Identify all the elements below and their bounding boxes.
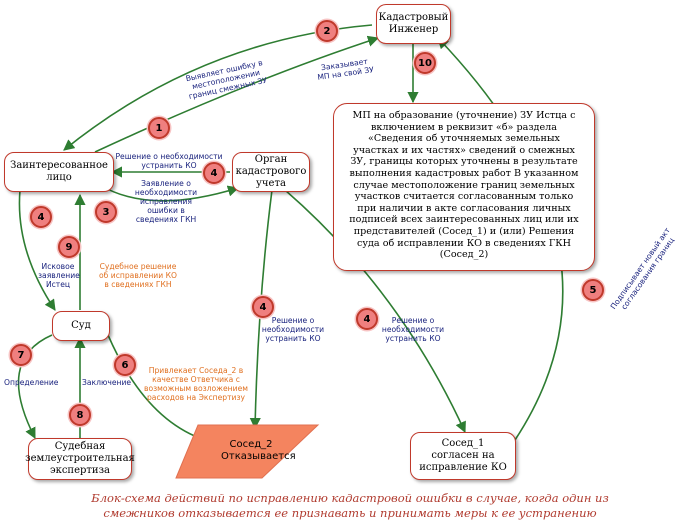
node-expertise: Судебная землеустроительная экспертиза bbox=[25, 438, 135, 480]
edge-7 bbox=[17, 334, 53, 439]
node-expertise-label: Судебная землеустроительная экспертиза bbox=[25, 441, 135, 476]
node-registry-label: Орган кадастрового учета bbox=[235, 154, 307, 189]
label-edge-7: Определение bbox=[4, 378, 59, 387]
label-edge-4a: Решение о необходимости устранить КО bbox=[115, 152, 223, 170]
step-badge: 5 bbox=[582, 279, 604, 301]
node-registry: Орган кадастрового учета bbox=[232, 152, 310, 192]
node-engineer-label: Кадастровый Инженер bbox=[378, 12, 449, 35]
node-neighbor1-label: Сосед_1 согласен на исправление КО bbox=[419, 438, 507, 473]
node-mp-info-label: МП на образование (уточнение) ЗУ Истца с… bbox=[349, 110, 579, 261]
step-badge: 4 bbox=[203, 162, 225, 184]
step-badge: 9 bbox=[58, 236, 80, 258]
node-court: Суд bbox=[52, 311, 110, 341]
step-badge: 1 bbox=[148, 117, 170, 139]
label-edge-8: Заключение bbox=[82, 378, 132, 387]
edge-1 bbox=[94, 35, 380, 153]
step-badge: 4 bbox=[356, 308, 378, 330]
step-badge: 2 bbox=[316, 20, 338, 42]
node-mp-info: МП на образование (уточнение) ЗУ Истца с… bbox=[333, 103, 595, 271]
edge-6b bbox=[107, 334, 207, 443]
label-edge-4b: Решение о необходимости устранить КО bbox=[261, 316, 325, 343]
step-badge: 8 bbox=[69, 404, 91, 426]
step-badge: 3 bbox=[95, 201, 117, 223]
label-edge-3: Заявление о необходимости исправления ош… bbox=[134, 179, 198, 224]
step-badge: 6 bbox=[114, 354, 136, 376]
step-badge: 10 bbox=[414, 52, 436, 74]
diagram-caption: Блок-схема действий по исправлению кадас… bbox=[91, 491, 609, 520]
node-interested-label: Заинтересованное лицо bbox=[10, 160, 108, 183]
edge-4c bbox=[284, 189, 466, 434]
node-court-label: Суд bbox=[71, 320, 91, 331]
neighbor2-shape bbox=[175, 424, 320, 479]
node-neighbor1: Сосед_1 согласен на исправление КО bbox=[410, 432, 516, 480]
edge-3 bbox=[99, 184, 240, 202]
step-badge: 4 bbox=[252, 296, 274, 318]
label-edge-9: Судебное решение об исправлении КО в све… bbox=[99, 262, 177, 289]
node-neighbor2: Сосед_2 Отказывается bbox=[196, 436, 306, 466]
step-badge: 4 bbox=[30, 206, 52, 228]
label-edge-6b: Привлекает Соседа_2 в качестве Ответчика… bbox=[144, 366, 248, 402]
label-edge-6a: Исковое заявление Истец bbox=[38, 262, 80, 289]
label-edge-4c: Решение о необходимости устранить КО bbox=[381, 316, 445, 343]
node-neighbor2-label: Сосед_2 Отказывается bbox=[221, 439, 296, 462]
node-interested: Заинтересованное лицо bbox=[4, 152, 114, 192]
edge-6a bbox=[18, 189, 56, 311]
step-badge: 7 bbox=[10, 344, 32, 366]
node-engineer: Кадастровый Инженер bbox=[376, 4, 451, 44]
